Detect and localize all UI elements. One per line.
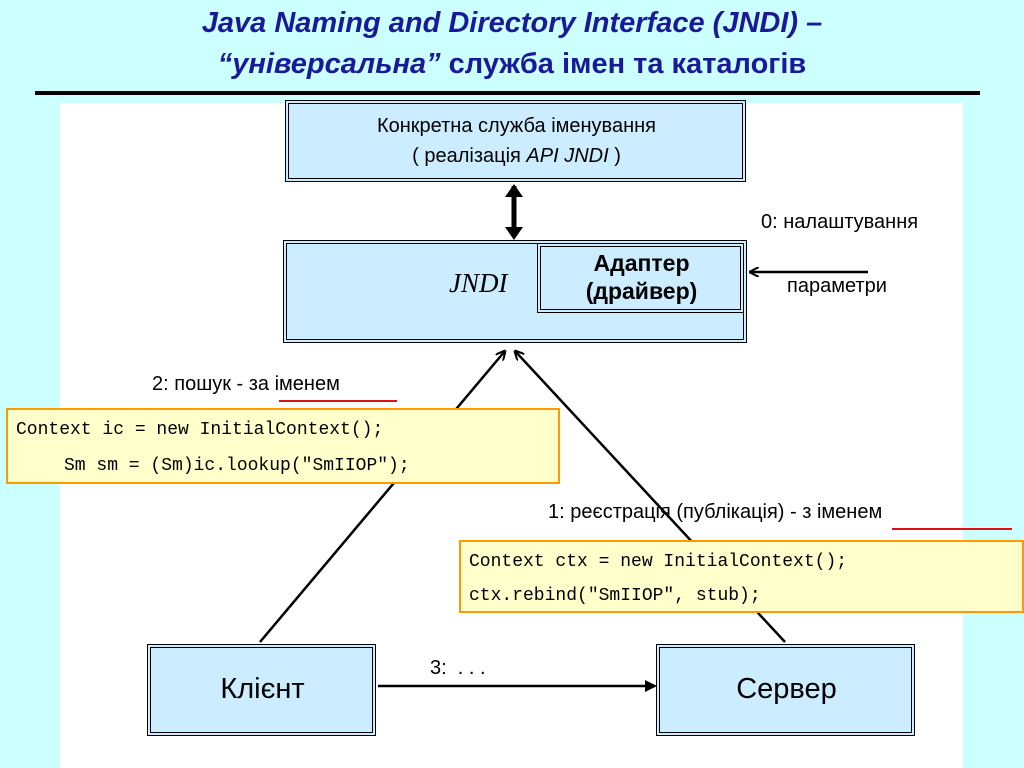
adapter-box: Адаптер (драйвер): [537, 243, 744, 313]
register-code-line2: ctx.rebind("SmIIOP", stub);: [469, 586, 761, 606]
naming-service-subtitle: ( реалізація API JNDI ): [412, 145, 621, 167]
lookup-code-line1: Context ic = new InitialContext();: [16, 420, 384, 440]
register-code-box: Context ctx = new InitialContext(); ctx.…: [459, 540, 1024, 613]
title-divider: [35, 91, 980, 95]
lookup-code-box: Context ic = new InitialContext(); Sm sm…: [6, 408, 560, 484]
slide-title-line2: “універсальна” служба імен та каталогів: [217, 48, 807, 80]
impl-jndi-arrowhead-up: [505, 184, 523, 197]
lookup-code-line2: Sm sm = (Sm)ic.lookup("SmIIOP");: [64, 456, 410, 476]
register-code-line1: Context ctx = new InitialContext();: [469, 552, 848, 572]
impl-jndi-arrowhead-down: [505, 227, 523, 240]
interaction-label: 3: . . .: [430, 657, 486, 679]
naming-service-title: Конкретна служба іменування: [376, 115, 656, 137]
register-underline: [892, 528, 1012, 530]
params-label: параметри: [787, 275, 887, 297]
server-label: Сервер: [736, 673, 837, 705]
adapter-subtitle: (драйвер): [585, 278, 698, 304]
server-box: Сервер: [656, 644, 915, 736]
slide-title-line1: Java Naming and Directory Interface (JND…: [201, 7, 823, 39]
client-box: Клієнт: [147, 644, 376, 736]
naming-service-box: Конкретна служба іменування ( реалізація…: [285, 100, 746, 182]
client-label: Клієнт: [220, 673, 305, 705]
config-step-label: 0: налаштування: [753, 207, 929, 241]
adapter-title: Адаптер: [593, 250, 690, 276]
jndi-label: JNDI: [449, 268, 508, 298]
lookup-line: [259, 351, 505, 643]
lookup-underline: [279, 400, 397, 402]
register-label: 1: реєстрація (публікація) - з іменем: [548, 501, 883, 523]
lookup-label: 2: пошук - за іменем: [152, 373, 340, 395]
